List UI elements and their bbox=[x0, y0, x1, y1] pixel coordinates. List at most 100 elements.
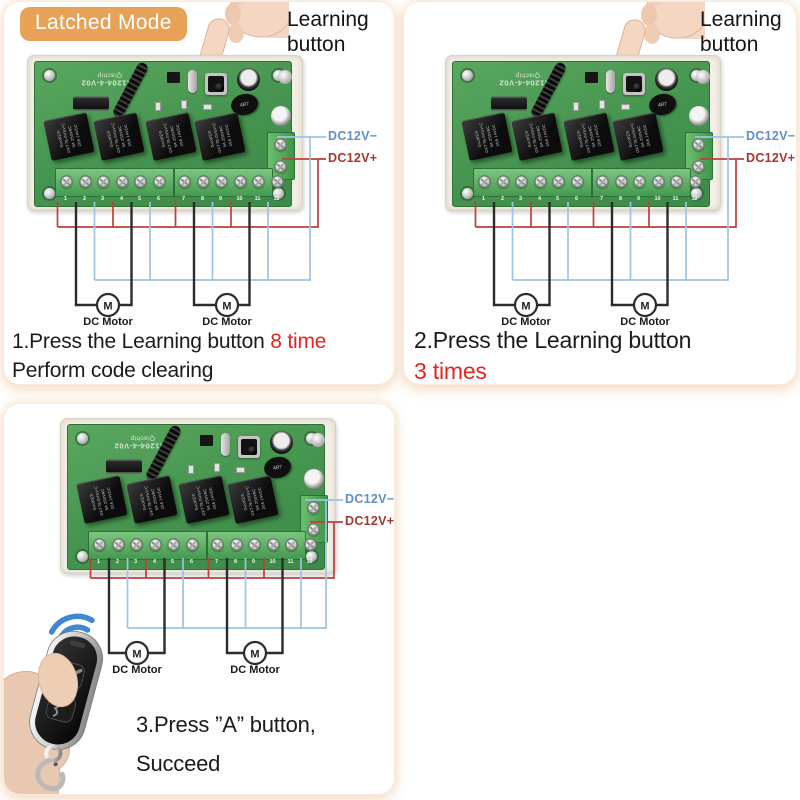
terminal-screw bbox=[692, 160, 705, 173]
smd-component bbox=[621, 104, 630, 110]
receiver-board-1: KR1204-4-V02 Qiachip 4R7 GuoKE®GKT78-0VS… bbox=[27, 55, 303, 211]
terminal-screw bbox=[307, 523, 320, 536]
terminal-numbers: 1 2 3 4 5 6 7 8 9 10 11 12 bbox=[481, 196, 698, 202]
terminal-screw bbox=[252, 175, 265, 188]
receiver-board-3: KR1204-4-V02 Qiachip 4R7 GuoKE®GKT78-0VS… bbox=[60, 418, 336, 574]
terminal-screw bbox=[112, 538, 125, 551]
smd-component bbox=[236, 467, 245, 473]
pcb: KR1204-4-V02 Qiachip 4R7 GuoKE®GKT78-0VS… bbox=[67, 423, 328, 570]
smd-component bbox=[573, 102, 579, 111]
terminal-screw bbox=[167, 538, 180, 551]
terminal-screw bbox=[211, 538, 224, 551]
crystal-oscillator bbox=[606, 70, 615, 93]
electrolytic-capacitor bbox=[237, 68, 260, 91]
terminal-screw bbox=[149, 538, 162, 551]
crystal-oscillator bbox=[188, 70, 197, 93]
corner-screw bbox=[462, 70, 473, 81]
smd-component bbox=[181, 100, 187, 109]
corner-screw bbox=[77, 551, 88, 562]
pcb: KR1204-4-V02 Qiachip 4R7 GuoKE®GKT78-0VS… bbox=[452, 60, 713, 207]
step2-text: 2.Press the Learning button bbox=[414, 327, 692, 353]
terminal-screw bbox=[652, 175, 665, 188]
terminal-screw bbox=[267, 538, 280, 551]
capacitor bbox=[271, 106, 291, 126]
terminal-screw bbox=[571, 175, 584, 188]
corner-screw bbox=[77, 433, 88, 444]
smd-chip bbox=[200, 435, 213, 446]
capacitor bbox=[689, 106, 709, 126]
terminal-screw bbox=[285, 538, 298, 551]
ic-chip bbox=[491, 98, 527, 109]
dc12v-negative-label: DC12V− bbox=[328, 129, 378, 143]
smd-chip bbox=[167, 72, 180, 83]
terminal-screw bbox=[178, 175, 191, 188]
pcb: KR1204-4-V02 Qiachip 4R7 GuoKE®GKT78-0VS… bbox=[34, 60, 295, 207]
smd-component bbox=[203, 104, 212, 110]
terminal-screw bbox=[478, 175, 491, 188]
terminal-screw bbox=[271, 175, 284, 188]
output-terminal-strip bbox=[473, 168, 702, 197]
corner-screw bbox=[44, 188, 55, 199]
dc12v-negative-label: DC12V− bbox=[345, 492, 395, 506]
terminal-screw bbox=[274, 138, 287, 151]
output-terminal-strip bbox=[55, 168, 284, 197]
terminal-screw bbox=[534, 175, 547, 188]
terminal-screw bbox=[116, 175, 129, 188]
step1-highlight: 8 time bbox=[270, 330, 327, 353]
terminal-screw bbox=[615, 175, 628, 188]
learning-button bbox=[238, 436, 260, 458]
thumb bbox=[37, 652, 79, 708]
keychain-clasp bbox=[35, 744, 66, 792]
terminal-screw bbox=[596, 175, 609, 188]
terminal-screw bbox=[497, 175, 510, 188]
capacitor bbox=[278, 70, 292, 84]
terminal-screw bbox=[304, 538, 317, 551]
terminal-screw bbox=[130, 538, 143, 551]
electrolytic-capacitor bbox=[655, 68, 678, 91]
receiver-board-2: KR1204-4-V02 Qiachip 4R7 GuoKE®GKT78-0VS… bbox=[445, 55, 721, 211]
step3-text: 3.Press ”A” button, bbox=[136, 712, 316, 737]
terminal-screw bbox=[633, 175, 646, 188]
terminal-screw bbox=[248, 538, 261, 551]
terminal-screw bbox=[307, 501, 320, 514]
terminal-screw bbox=[234, 175, 247, 188]
dc12v-negative-label: DC12V− bbox=[746, 129, 796, 143]
smd-component bbox=[214, 463, 220, 472]
step3-text-line2: Succeed bbox=[136, 751, 221, 776]
ic-chip bbox=[73, 98, 109, 109]
terminal-screw bbox=[186, 538, 199, 551]
crystal-oscillator bbox=[221, 433, 230, 456]
terminal-screw bbox=[197, 175, 210, 188]
terminal-screw bbox=[93, 538, 106, 551]
capacitor bbox=[696, 70, 710, 84]
terminal-screw bbox=[692, 138, 705, 151]
smd-component bbox=[188, 465, 194, 474]
fob-led-slot bbox=[69, 640, 86, 649]
corner-screw bbox=[462, 188, 473, 199]
terminal-screw bbox=[79, 175, 92, 188]
step2-highlight: 3 times bbox=[414, 358, 487, 384]
terminal-screw bbox=[515, 175, 528, 188]
terminal-screw bbox=[97, 175, 110, 188]
terminal-screw bbox=[215, 175, 228, 188]
corner-screw bbox=[44, 70, 55, 81]
learning-button bbox=[623, 73, 645, 95]
terminal-numbers: 1 2 3 4 5 6 7 8 9 10 11 12 bbox=[96, 559, 313, 565]
terminal-screw bbox=[552, 175, 565, 188]
terminal-screw bbox=[670, 175, 683, 188]
electrolytic-capacitor bbox=[270, 431, 293, 454]
step1-text-line2: Perform code clearing bbox=[12, 359, 214, 382]
capacitor bbox=[304, 469, 324, 489]
